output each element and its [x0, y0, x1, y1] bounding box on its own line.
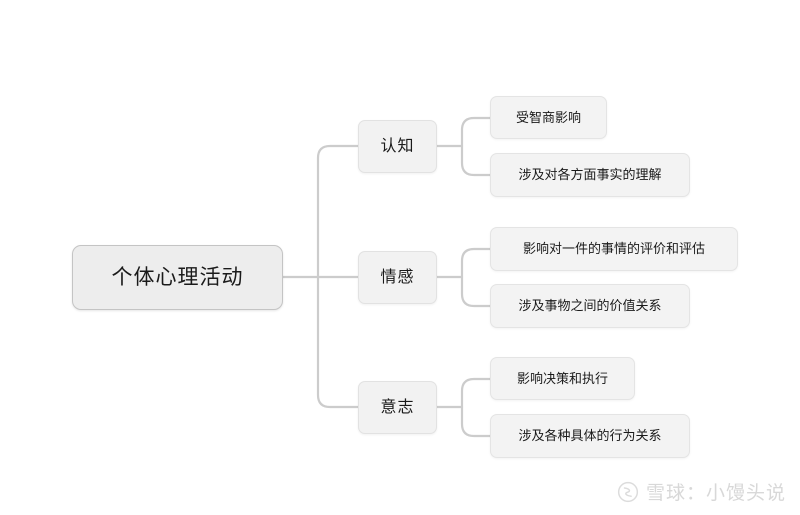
watermark-text: 雪球：小馒头说 [645, 483, 786, 504]
branch-node-cognition[interactable]: 认知 [358, 120, 437, 173]
leaf-node-emotion-2[interactable]: 涉及事物之间的价值关系 [490, 284, 690, 328]
leaf-node-will-1[interactable]: 影响决策和执行 [490, 357, 635, 400]
connector-trunk-will [316, 275, 360, 409]
leaf-node-cognition-2[interactable]: 涉及对各方面事实的理解 [490, 153, 690, 197]
connector-cognition-leaf1 [460, 116, 492, 148]
branch-node-will[interactable]: 意志 [358, 381, 437, 434]
connector-cognition-leaf2 [460, 144, 492, 177]
xueqiu-logo-icon [617, 481, 639, 502]
leaf-node-cognition-1[interactable]: 受智商影响 [490, 96, 607, 139]
leaf-node-emotion-1[interactable]: 影响对一件的事情的评价和评估 [490, 227, 738, 271]
connector-emotion-leaf1 [460, 247, 492, 279]
connector-will-leaf2 [460, 405, 492, 438]
connector-will-leaf1 [460, 377, 492, 409]
connector-trunk-cognition [316, 144, 360, 279]
connector-emotion-leaf2 [460, 275, 492, 308]
root-node[interactable]: 个体心理活动 [72, 245, 283, 310]
leaf-node-will-2[interactable]: 涉及各种具体的行为关系 [490, 414, 690, 458]
watermark: 雪球：小馒头说 [617, 478, 786, 505]
branch-node-emotion[interactable]: 情感 [358, 251, 437, 304]
